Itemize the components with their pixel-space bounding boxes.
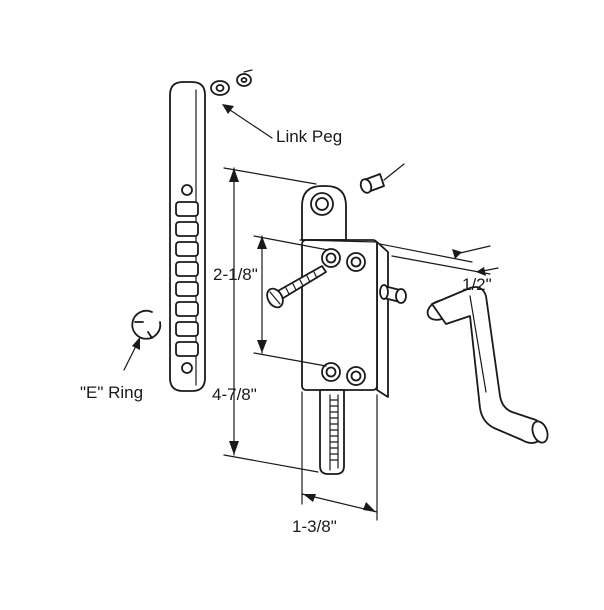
dim-offset-lines xyxy=(379,243,499,276)
label-dim-offset: 1/2" xyxy=(462,275,492,294)
dim-hole-spacing-lines xyxy=(253,235,329,367)
pivot-pin xyxy=(359,163,405,194)
e-ring xyxy=(123,309,162,371)
spline-shaft xyxy=(379,284,407,304)
label-dim-width: 1-3/8" xyxy=(292,517,337,536)
operator-body xyxy=(299,185,389,398)
label-e-ring: "E" Ring xyxy=(80,383,144,402)
dim-width-lines xyxy=(301,391,378,521)
crank-handle xyxy=(426,286,549,444)
label-dim-height: 4-7/8" xyxy=(212,385,257,404)
link-peg-parts xyxy=(210,69,273,139)
mounting-screw xyxy=(266,265,327,309)
label-link-peg: Link Peg xyxy=(276,127,343,146)
link-bar-notches xyxy=(175,201,199,357)
label-dim-hole-spacing: 2-1/8" xyxy=(213,265,258,284)
gear-rack xyxy=(319,389,345,475)
link-bar xyxy=(169,81,206,392)
